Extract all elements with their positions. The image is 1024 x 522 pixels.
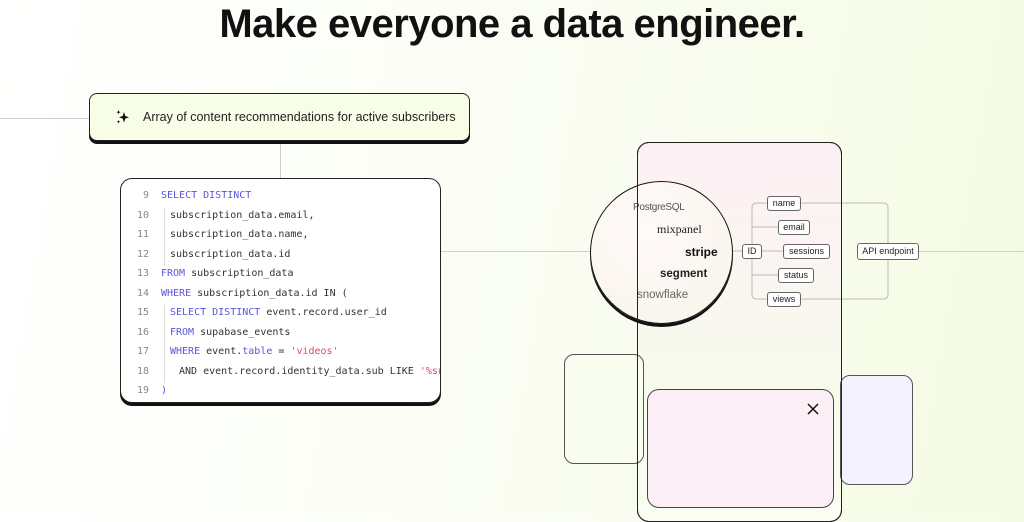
line-number: 14 <box>136 287 149 299</box>
sql-keyword: ) <box>161 385 168 396</box>
line-number: 10 <box>136 209 149 221</box>
code-text: ) <box>161 383 168 402</box>
indent-guide <box>164 207 165 266</box>
schema-field-status[interactable]: status <box>778 268 814 283</box>
sql-string: '%supe <box>419 365 440 377</box>
code-line: 16 FROM supabase_events <box>121 325 440 345</box>
code-line: 19) <box>121 383 440 402</box>
sql-token: supabase_events <box>194 326 291 338</box>
code-line: 17 WHERE event.table = 'videos' <box>121 344 440 364</box>
source-logo-snowflake: snowflake <box>637 289 689 301</box>
code-text: subscription_data.email, <box>161 208 315 228</box>
sql-token: AND event.record.identity_data.sub LIKE <box>179 365 420 377</box>
sql-token: event. <box>200 346 243 357</box>
line-number: 17 <box>136 346 149 357</box>
code-text: SELECT DISTINCT event.record.user_id <box>161 305 387 325</box>
code-line: 14 WHERE subscription_data.id IN ( <box>121 286 440 306</box>
modal-card <box>647 389 834 508</box>
code-text: WHERE event.table = 'videos' <box>161 344 339 364</box>
source-logo-postgresql: PostgreSQL <box>633 202 685 213</box>
code-line: 15 SELECT DISTINCT event.record.user_id <box>121 305 440 325</box>
sql-keyword: FROM <box>170 326 195 338</box>
code-text: FROM subscription_data <box>161 266 293 286</box>
page-headline: Make everyone a data engineer. <box>219 2 805 46</box>
sql-token: = <box>272 346 291 357</box>
close-icon[interactable] <box>806 402 820 416</box>
code-line: 13 FROM subscription_data <box>121 266 440 286</box>
data-sources-lens: PostgreSQL mixpanel stripe segment snowf… <box>590 181 733 324</box>
sql-token: subscription_data.id <box>170 248 291 260</box>
sql-token: subscription_data.name, <box>170 229 309 240</box>
schema-field-views[interactable]: views <box>767 292 801 307</box>
code-text: WHERE subscription_data.id IN ( <box>161 286 348 306</box>
sql-token: subscription_data <box>185 268 294 279</box>
sql-token: subscription_data.email, <box>170 209 315 221</box>
api-endpoint-node[interactable]: API endpoint <box>857 243 919 260</box>
line-number: 19 <box>136 385 149 396</box>
green-card <box>564 354 644 464</box>
schema-field-email[interactable]: email <box>778 220 810 235</box>
code-text: subscription_data.id <box>161 247 290 267</box>
line-number: 13 <box>136 268 149 279</box>
code-line: 12 subscription_data.id <box>121 247 440 267</box>
schema-field-name[interactable]: name <box>767 196 801 211</box>
source-logo-mixpanel: mixpanel <box>657 222 702 236</box>
sql-keyword: FROM <box>161 268 186 279</box>
sql-keyword: WHERE <box>161 287 192 299</box>
prompt-card[interactable]: Array of content recommendations for act… <box>89 93 470 141</box>
sql-keyword: SELECT DISTINCT <box>161 190 252 201</box>
line-number: 11 <box>136 229 149 240</box>
sql-token: event.record.user_id <box>260 307 387 318</box>
connector-line <box>441 251 591 252</box>
line-number: 9 <box>142 190 149 201</box>
line-number: 16 <box>136 326 149 338</box>
purple-card <box>840 375 913 485</box>
sparkles-icon <box>115 109 131 125</box>
connector-line <box>0 118 89 119</box>
code-line: 9 SELECT DISTINCT <box>121 188 440 208</box>
sql-string: 'videos' <box>290 346 339 357</box>
line-number: 15 <box>136 307 149 318</box>
code-text: SELECT DISTINCT <box>161 188 251 208</box>
code-text: subscription_data.name, <box>161 227 308 247</box>
code-line: 18 AND event.record.identity_data.sub LIK… <box>121 364 440 384</box>
sql-keyword: WHERE <box>170 346 201 357</box>
indent-guide <box>164 305 165 383</box>
code-line: 10 subscription_data.email, <box>121 208 440 228</box>
sql-keyword: table <box>242 346 273 357</box>
connector-line <box>919 251 1024 252</box>
source-logo-stripe: stripe <box>685 245 718 259</box>
line-number: 18 <box>136 365 149 377</box>
sql-keyword: SELECT DISTINCT <box>170 307 261 318</box>
schema-field-sessions[interactable]: sessions <box>783 244 830 259</box>
schema-key-id[interactable]: ID <box>742 244 762 259</box>
code-line: 11 subscription_data.name, <box>121 227 440 247</box>
source-logo-segment: segment <box>660 268 708 280</box>
line-number: 12 <box>136 248 149 260</box>
connector-line <box>280 144 281 178</box>
code-text: FROM supabase_events <box>161 325 290 345</box>
sql-token: subscription_data.id IN ( <box>191 287 348 299</box>
code-text: AND event.record.identity_data.sub LIKE … <box>161 364 440 384</box>
prompt-text: Array of content recommendations for act… <box>143 110 456 124</box>
